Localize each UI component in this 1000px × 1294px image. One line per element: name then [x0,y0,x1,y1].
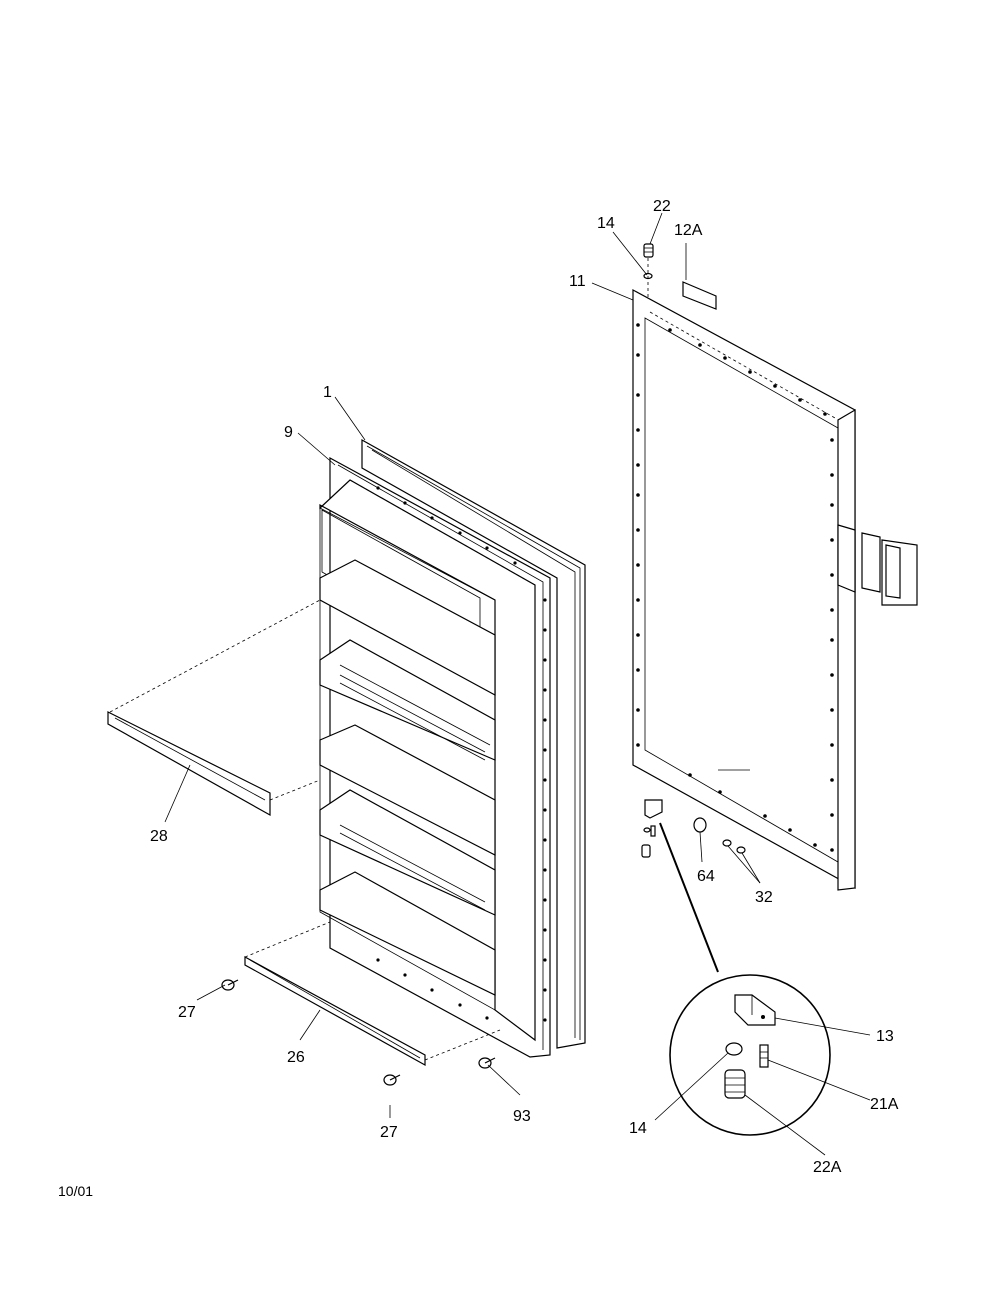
liner-shelves [319,559,496,996]
callout-labels: 1 9 11 12A 14 22 28 64 32 27 26 27 93 13… [150,198,899,1176]
bottom-hinge-parts [641,799,746,858]
inner-door-liner [319,456,551,1058]
callout-28: 28 [150,828,168,845]
callout-32: 32 [755,889,773,906]
door-gasket [361,438,586,1049]
shelf-ribs [339,674,486,911]
door-handle [837,524,918,606]
callout-22-top: 22 [653,198,671,215]
callout-9: 9 [284,424,293,441]
leader-lines [164,212,871,1156]
shelf-rail-upper [107,599,321,817]
callout-13: 13 [876,1028,894,1045]
callout-14-detail: 14 [629,1120,647,1137]
callout-1: 1 [323,384,332,401]
callout-11: 11 [569,273,586,290]
callout-26: 26 [287,1049,305,1066]
callout-64: 64 [697,868,715,885]
callout-27-bottom: 27 [380,1124,398,1141]
detail-screw [759,1044,769,1068]
callout-21a: 21A [870,1096,899,1113]
label-plate [682,281,717,310]
panel-holes [636,323,834,852]
callout-12a: 12A [674,222,703,239]
top-hinge-parts [643,243,654,300]
shelf-rail-lower [244,921,501,1067]
callout-27-left: 27 [178,1004,196,1021]
date-code: 10/01 [58,1183,94,1199]
liner-holes [376,486,547,1022]
callout-14-top: 14 [597,215,615,232]
callout-93: 93 [513,1108,531,1125]
detail-hinge-bracket [734,994,776,1026]
callout-22a: 22A [813,1159,842,1176]
detail-washer [725,1042,743,1056]
detail-hinge-pin [724,1069,746,1099]
outer-door-panel [632,288,918,891]
hinge-detail-circle [659,822,831,1136]
